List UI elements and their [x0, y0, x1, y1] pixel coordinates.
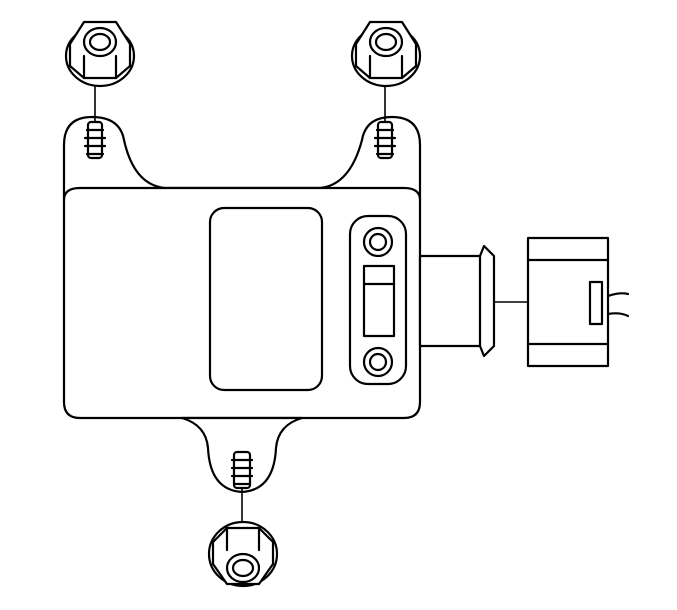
module-window	[208, 206, 324, 392]
flange-hole-top-inner	[368, 232, 388, 252]
module-housing	[62, 186, 422, 420]
stud-top-left	[83, 81, 107, 160]
flange-hole-bottom-inner	[368, 352, 388, 372]
nut-bottom	[207, 520, 279, 588]
connector-flange	[348, 214, 408, 386]
flange-hole-bottom	[362, 346, 394, 378]
stud-top-right	[373, 81, 397, 160]
flange-slot	[362, 264, 396, 338]
harness-connector	[526, 236, 630, 368]
module-body	[62, 115, 422, 494]
nut-top-right	[350, 20, 422, 88]
connector-socket	[418, 244, 529, 358]
module-bottom-ear	[180, 416, 304, 494]
nut-top-left	[64, 20, 136, 88]
flange-hole-top	[362, 226, 394, 258]
